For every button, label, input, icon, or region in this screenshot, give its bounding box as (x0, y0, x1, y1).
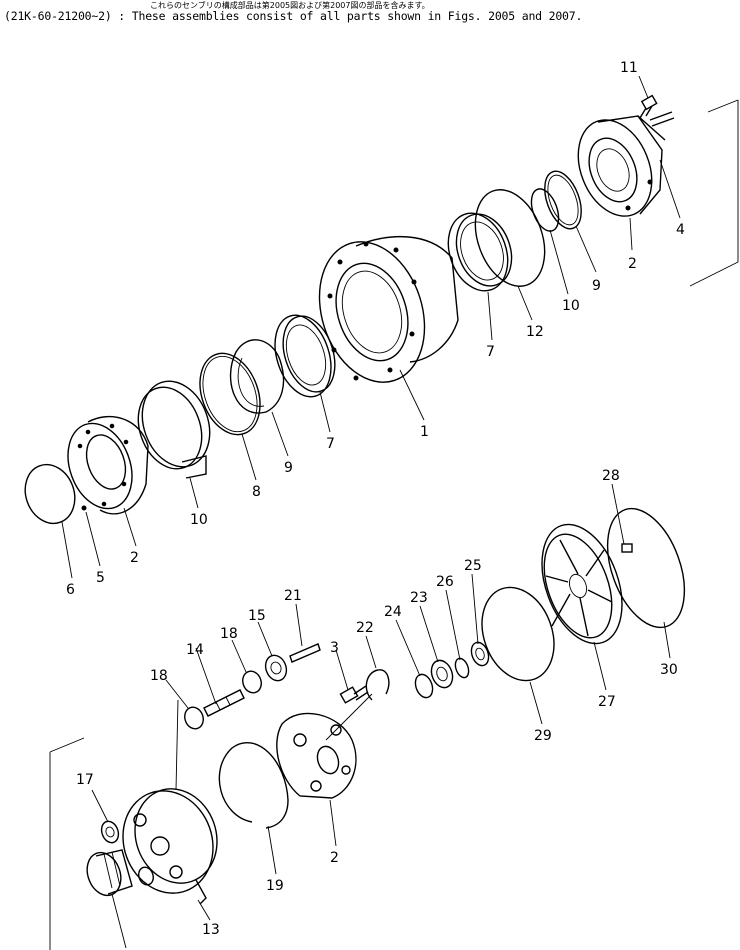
part-planet-gear (86, 849, 133, 897)
part-27-cover (541, 523, 623, 645)
part-15-planet-carrier (122, 788, 218, 905)
callout-29: 29 (534, 728, 552, 744)
part-1-housing (318, 236, 459, 383)
part-22-snap-ring (365, 669, 390, 701)
part-2-lower-carrier (276, 712, 357, 799)
callout-24: 24 (384, 604, 402, 620)
callout-26: 26 (436, 574, 454, 590)
part-3-bolt (339, 685, 369, 704)
callout-7-upper: 7 (486, 344, 495, 360)
callout-23: 23 (410, 590, 428, 606)
callout-17: 14 (186, 642, 204, 658)
callout-15: 13 (202, 922, 220, 938)
top-assembly-bracket (689, 99, 739, 287)
callout-14: 12 (526, 324, 544, 340)
part-29-o-ring (481, 586, 555, 682)
part-21-snap-ring (218, 742, 289, 829)
callout-12: 10 (562, 298, 580, 314)
callout-19-lower: 18 (150, 668, 168, 684)
callout-7-lower: 7 (326, 436, 335, 452)
callout-8: 8 (252, 484, 261, 500)
callout-19-upper: 18 (220, 626, 238, 642)
callout-20: 21 (284, 588, 302, 604)
part-14-ring (474, 189, 546, 287)
callout-2-left: 2 (130, 550, 139, 566)
part-19-upper-roller (242, 670, 262, 694)
callout-18-upper: 15 (248, 608, 266, 624)
part-2-top-carrier (577, 115, 666, 217)
part-8-o-ring (199, 352, 261, 436)
callout-18-lower: 17 (76, 772, 94, 788)
lower-assembly-bracket (49, 737, 85, 950)
callout-5: 5 (96, 570, 105, 586)
part-18-upper-bearing (264, 654, 288, 682)
header-japanese-note: これらのセンブリの構成部品は第2005図および第2007図の部品を含みます。 (150, 1, 430, 10)
callout-11: 9 (592, 278, 601, 294)
part-7-lower-bearing (274, 314, 336, 398)
callout-10: 10 (190, 512, 208, 528)
part-10-seal (137, 380, 211, 479)
callout-2-lower: 2 (330, 850, 339, 866)
callout-28: 28 (602, 468, 620, 484)
callout-25: 25 (464, 558, 482, 574)
part-25-nut (470, 641, 490, 667)
header-english-note: (21K-60-21200~2) : These assemblies cons… (4, 9, 583, 23)
part-13-bolt (639, 94, 658, 119)
part-6-o-ring (24, 463, 76, 525)
leader-lines (61, 75, 681, 949)
part-30-o-ring (606, 507, 686, 629)
part-26-washer (454, 657, 470, 679)
callout-4: 4 (676, 222, 685, 238)
part-5-plug (81, 505, 87, 511)
part-18-lower-bearing (100, 820, 120, 844)
part-7-upper-bearing (447, 212, 513, 292)
callout-13: 11 (620, 60, 638, 76)
part-17-shaft (203, 689, 245, 717)
callout-1: 1 (420, 424, 429, 440)
part-28-plug (621, 543, 633, 553)
callout-9: 9 (284, 460, 293, 476)
callout-30: 30 (660, 662, 678, 678)
callout-22: 22 (356, 620, 374, 636)
part-2-left-cover (67, 415, 149, 515)
callout-21: 19 (266, 878, 284, 894)
part-20-shaft (289, 643, 321, 663)
part-19-lower-roller (184, 706, 204, 730)
callout-6: 6 (66, 582, 75, 598)
callout-27: 27 (598, 694, 616, 710)
part-11-ring (544, 170, 582, 230)
callout-2-top: 2 (628, 256, 637, 272)
part-small-bearing (138, 866, 154, 886)
part-4-pin (649, 111, 675, 127)
callout-3: 3 (330, 640, 339, 656)
